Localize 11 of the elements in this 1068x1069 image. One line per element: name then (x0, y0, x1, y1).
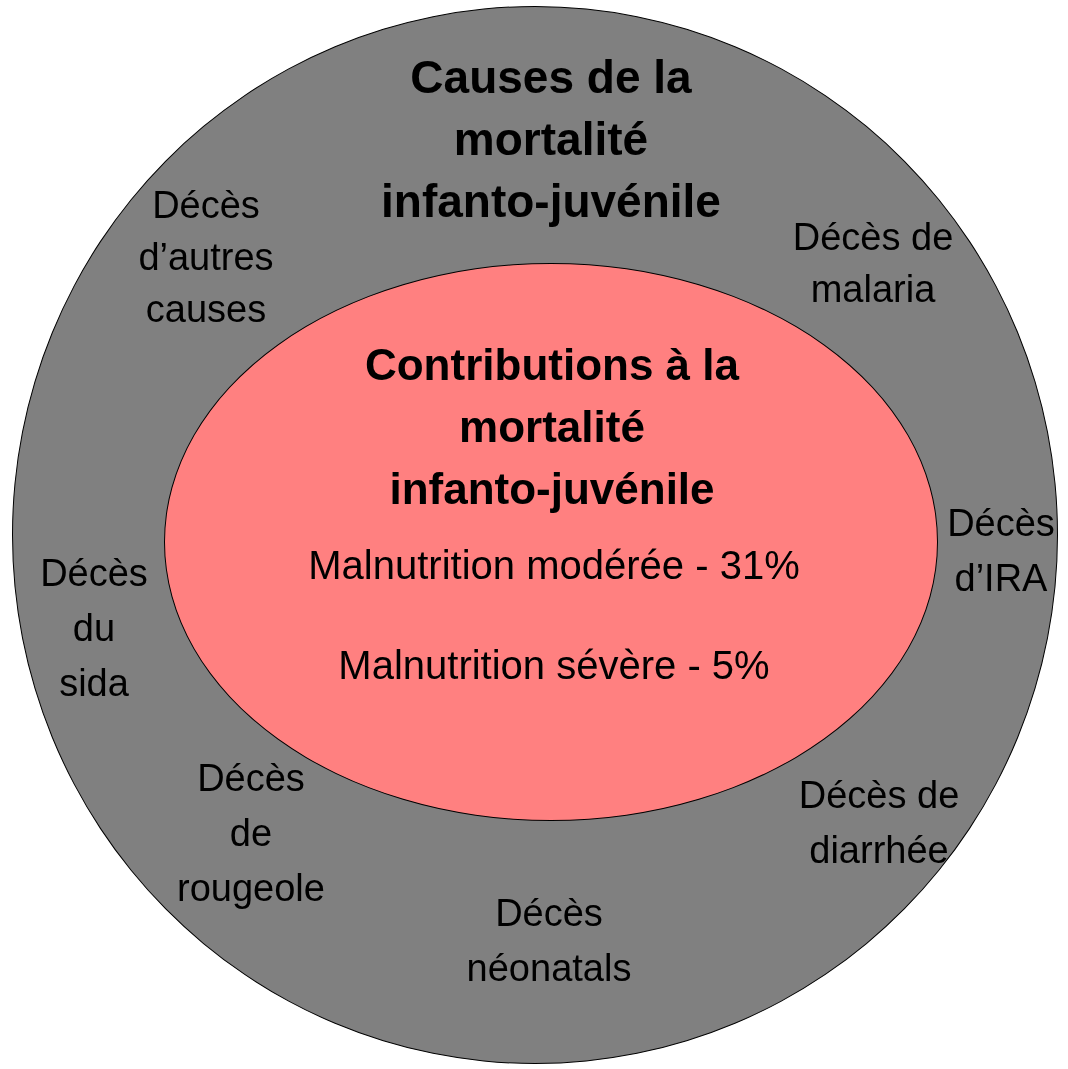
contribution-label: Malnutrition modérée - 31% (307, 542, 801, 589)
circle-heading: Causes de la mortalité infanto-juvénile (380, 50, 722, 229)
contribution-label: Malnutrition sévère - 5% (337, 642, 771, 689)
cause-label: Décès d’IRA (946, 501, 1056, 601)
cause-label: Décès du sida (39, 551, 149, 706)
cause-label: Décès de rougeole (176, 756, 326, 911)
ellipse-heading: Contributions à la mortalité infanto-juvénile (363, 339, 741, 515)
cause-label: Décès d’autres causes (137, 183, 275, 332)
cause-label: Décès de malaria (791, 215, 955, 312)
cause-label: Décès néonatals (465, 891, 633, 991)
cause-label: Décès de diarrhée (797, 773, 961, 873)
